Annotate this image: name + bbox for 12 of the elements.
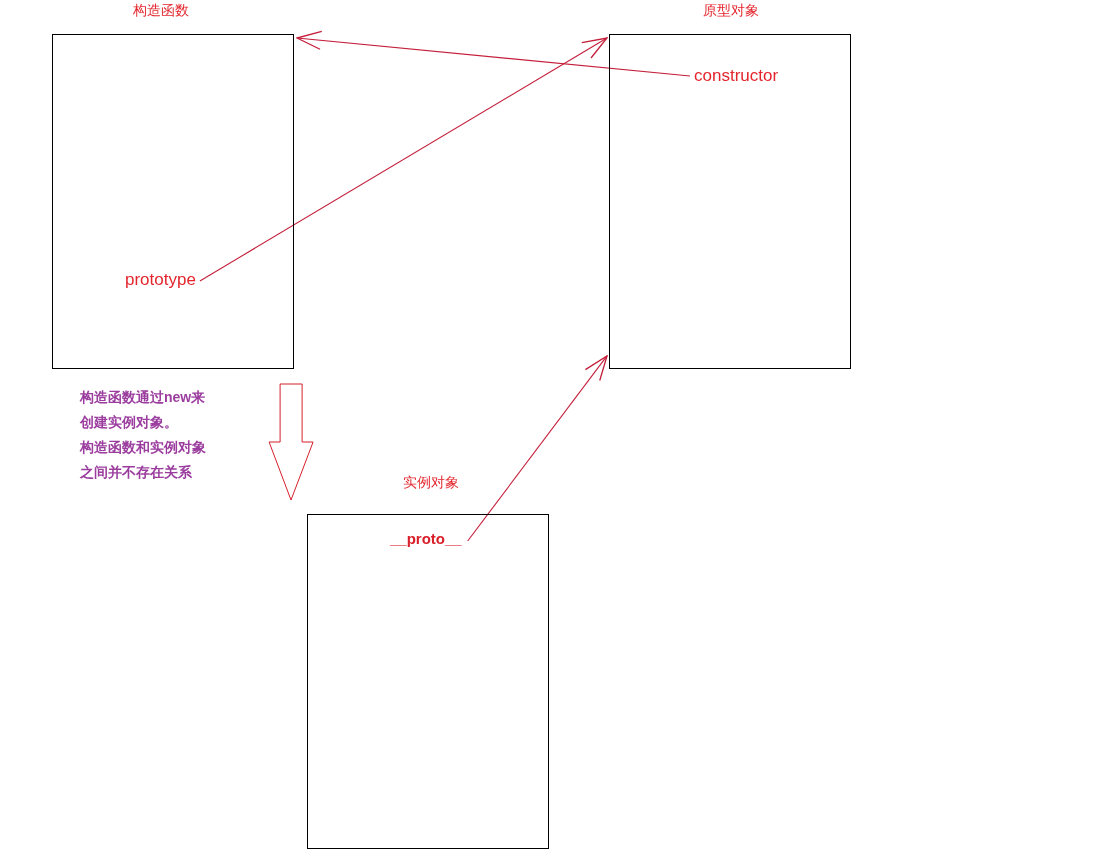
property-label: __proto__	[390, 530, 462, 548]
box-heading: 原型对象	[703, 2, 759, 18]
note-text: 构造函数和实例对象之间并不存在关系	[80, 438, 207, 482]
arrow	[467, 355, 608, 542]
box-heading: 构造函数	[133, 2, 189, 18]
note-text: 构造函数通过new来创建实例对象。	[80, 388, 207, 432]
block-arrow	[268, 383, 314, 501]
property-label: constructor	[694, 67, 779, 85]
property-label: prototype	[125, 271, 196, 289]
arrow	[199, 37, 608, 282]
box-heading: 实例对象	[403, 474, 459, 490]
arrow	[296, 30, 691, 77]
